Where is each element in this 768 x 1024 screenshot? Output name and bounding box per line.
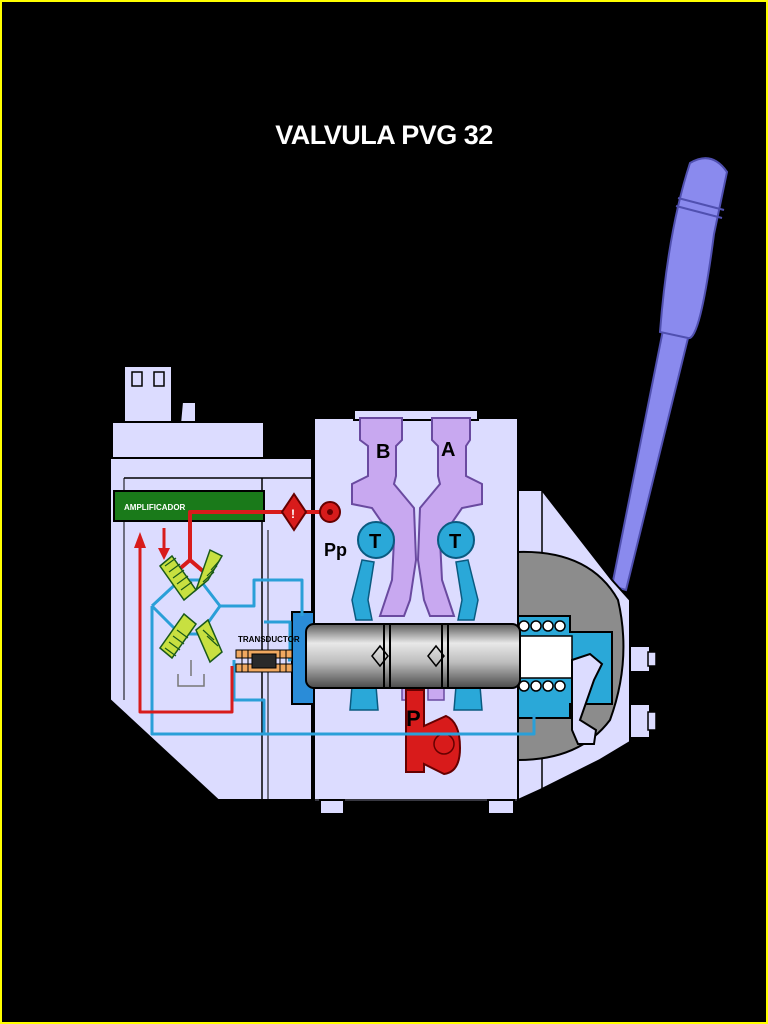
page-title: VALVULA PVG 32 [275, 120, 493, 150]
svg-text:!: ! [291, 507, 295, 521]
pressure-port: P [405, 689, 462, 776]
tank-left-label: T [369, 531, 381, 553]
port-a-label: A [441, 439, 455, 461]
tank-port-right [437, 521, 475, 559]
amplifier-label: AMPLIFICADOR [124, 503, 186, 512]
work-ports: B A [351, 417, 483, 617]
pilot-pressure-label: Pp [324, 540, 347, 560]
pressure-label: P [406, 706, 421, 731]
tank-right-label: T [449, 531, 461, 553]
spring-housing [517, 489, 657, 802]
solenoid-bridge [158, 548, 224, 687]
control-lever [610, 157, 729, 592]
pilot-pressure-point: ! Pp [280, 492, 347, 560]
port-b-label: B [376, 441, 390, 463]
transducer: TRANSDUCTOR [235, 635, 300, 673]
tank-port-left [357, 521, 395, 559]
transducer-label: TRANSDUCTOR [238, 635, 300, 644]
